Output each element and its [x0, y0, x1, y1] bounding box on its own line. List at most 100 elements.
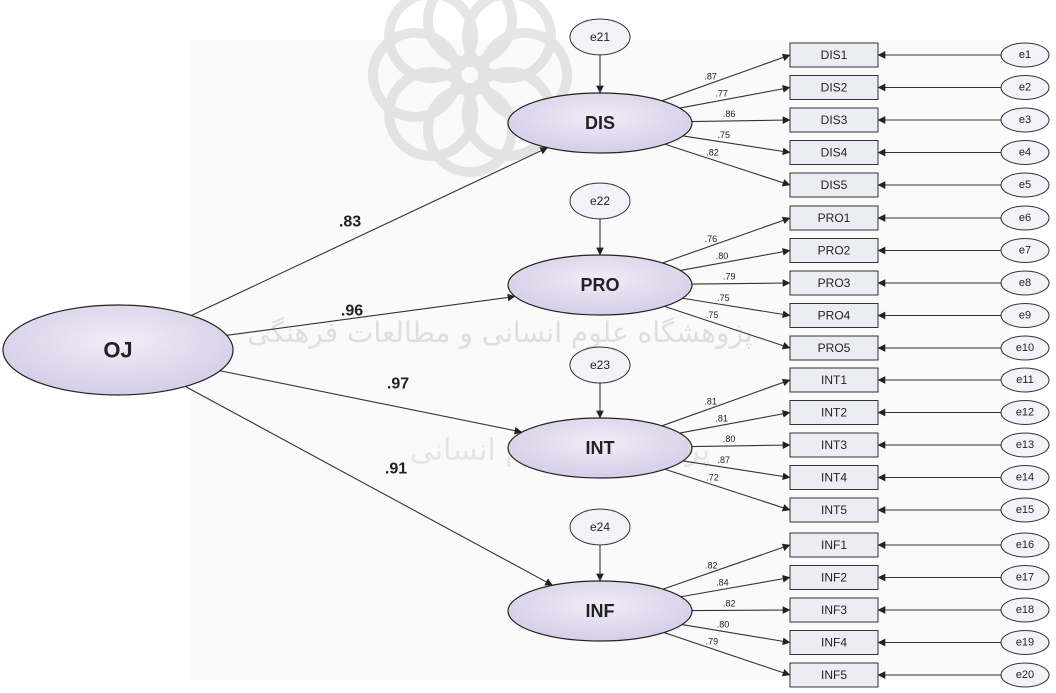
indicator-label-int2: INT2 [821, 406, 847, 420]
loading-value-dis3: .86 [723, 109, 736, 119]
watermark-rosette-ring [384, 0, 479, 84]
error-node-e16 [1000, 532, 1050, 558]
indicator-label-int4: INT4 [821, 471, 847, 485]
loading-value-pro4: .75 [717, 293, 730, 303]
path-arrow-oj-int [219, 370, 523, 435]
loading-value-int1: .81 [704, 396, 717, 406]
indicator-box-int1 [789, 367, 879, 393]
error-label-e3: e3 [1019, 114, 1031, 126]
loading-value-int5: .72 [706, 473, 719, 483]
indicator-box-dis2 [789, 75, 879, 100]
indicator-box-int5 [789, 497, 879, 523]
latent-label-pro: PRO [580, 275, 619, 295]
path-arrow-oj-pro [226, 293, 516, 336]
loading-arrow-int2 [679, 410, 791, 434]
indicator-label-dis3: DIS3 [821, 113, 848, 127]
indicator-label-dis5: DIS5 [821, 178, 848, 192]
loading-value-dis2: .77 [715, 88, 728, 98]
error-node-e11 [1000, 367, 1050, 393]
loading-arrow-int4 [682, 460, 791, 481]
indicator-label-dis4: DIS4 [821, 146, 848, 160]
path-coefficient-int: .97 [387, 376, 409, 393]
indicator-label-inf5: INF5 [821, 668, 847, 682]
loading-value-dis1: .87 [704, 71, 717, 81]
loading-arrow-dis3 [691, 116, 791, 124]
error-label-e9: e9 [1019, 310, 1031, 322]
indicator-box-dis5 [789, 172, 879, 198]
latent-label-dis: DIS [585, 113, 615, 133]
error-label-e14: e14 [1016, 472, 1034, 484]
indicator-box-inf5 [789, 662, 879, 688]
error-node-e9 [1000, 303, 1050, 328]
indicator-label-dis1: DIS1 [821, 48, 848, 62]
loading-arrow-inf4 [681, 624, 791, 646]
error-label-e1: e1 [1019, 49, 1031, 61]
loading-value-inf1: .82 [705, 560, 718, 570]
loading-arrow-dis4 [682, 135, 791, 156]
disturbance-label-pro: e22 [590, 194, 610, 208]
loading-arrow-pro1 [662, 216, 791, 264]
error-node-e1 [1000, 42, 1050, 68]
indicator-box-inf1 [789, 532, 879, 558]
indicator-box-inf2 [789, 565, 879, 590]
error-label-e13: e13 [1016, 439, 1034, 451]
error-label-e11: e11 [1016, 374, 1034, 386]
loading-arrow-dis1 [661, 53, 791, 102]
loading-arrow-inf2 [680, 574, 791, 598]
error-node-e14 [1000, 465, 1050, 490]
indicator-box-dis4 [789, 140, 879, 165]
indicator-label-int3: INT3 [821, 438, 847, 452]
loading-value-inf5: .79 [706, 637, 719, 647]
indicator-label-int1: INT1 [821, 373, 847, 387]
indicator-label-inf1: INF1 [821, 538, 847, 552]
loading-arrow-inf3 [691, 606, 791, 614]
path-arrow-oj-dis [191, 147, 548, 316]
path-coefficient-pro: .96 [341, 303, 363, 320]
watermark-rosette-ring [368, 28, 462, 122]
indicator-box-pro1 [789, 205, 879, 231]
error-label-e20: e20 [1016, 669, 1034, 681]
loading-value-dis4: .75 [717, 130, 730, 140]
watermark-rosette-ring [423, 0, 517, 67]
error-node-e12 [1000, 400, 1050, 425]
indicator-label-pro2: PRO2 [818, 244, 851, 258]
loading-arrow-pro2 [680, 248, 791, 271]
loading-value-pro1: .76 [705, 234, 718, 244]
loading-value-dis5: .82 [706, 148, 719, 158]
disturbance-node-inf [569, 508, 631, 546]
loading-arrow-int1 [661, 378, 791, 427]
indicator-box-dis3 [789, 107, 879, 133]
disturbance-node-dis [569, 18, 631, 56]
watermark-rosette-ring [384, 66, 479, 161]
error-node-e4 [1000, 140, 1050, 165]
error-node-e17 [1000, 565, 1050, 590]
loading-value-pro2: .80 [716, 251, 729, 261]
error-label-e15: e15 [1016, 504, 1034, 516]
loading-value-int3: .80 [723, 434, 736, 444]
indicator-label-inf3: INF3 [821, 603, 847, 617]
latent-node-int [507, 417, 693, 479]
error-label-e17: e17 [1016, 572, 1034, 584]
loading-arrow-dis5 [664, 143, 791, 187]
disturbance-label-int: e23 [590, 358, 610, 372]
loading-arrow-pro5 [664, 305, 791, 350]
latent-node-pro [507, 254, 693, 316]
indicator-label-pro3: PRO3 [818, 276, 851, 290]
error-node-e15 [1000, 497, 1050, 523]
path-coefficient-dis: .83 [339, 214, 361, 231]
error-node-e18 [1000, 597, 1050, 623]
error-node-e6 [1000, 205, 1050, 231]
error-label-e4: e4 [1019, 147, 1031, 159]
indicator-box-inf3 [789, 597, 879, 623]
indicator-label-dis2: DIS2 [821, 81, 848, 95]
loading-arrow-inf5 [663, 632, 791, 677]
latent-node-oj [2, 304, 234, 396]
error-node-e19 [1000, 630, 1050, 655]
indicator-label-pro4: PRO4 [818, 309, 851, 323]
path-coefficient-inf: .91 [385, 461, 407, 478]
indicator-label-pro5: PRO5 [818, 341, 851, 355]
indicator-label-int5: INT5 [821, 503, 847, 517]
loading-arrow-int5 [664, 468, 791, 512]
loading-value-int4: .87 [717, 455, 730, 465]
